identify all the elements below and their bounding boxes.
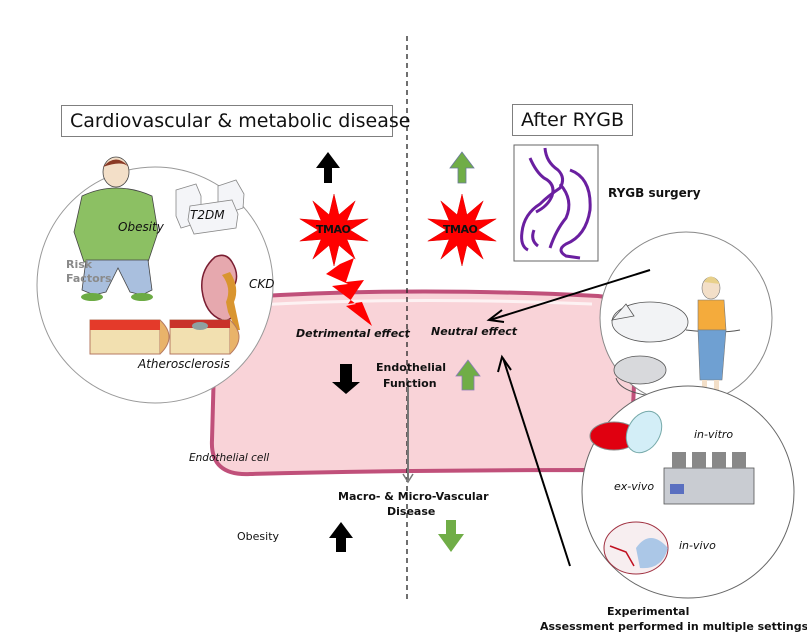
experimental-settings-circle [581, 385, 795, 599]
risk-atherosclerosis-label: Atherosclerosis [138, 357, 230, 371]
endothelial-function-line1: Endothelial [376, 361, 447, 374]
atherosclerosis-icon [89, 319, 240, 355]
lightning-bolt-icon [326, 258, 372, 326]
right-section-title: After RYGB [512, 104, 634, 136]
setting-in-vitro-label: in-vitro [694, 428, 734, 441]
vascular-disease-line1: Macro- & Micro-Vascular [338, 490, 489, 503]
setting-ex-vivo-label: ex-vivo [614, 480, 655, 493]
risk-factors-title-line2: Factors [66, 272, 112, 285]
rygb-surgery-label: RYGB surgery [608, 186, 701, 200]
right-tmao-label: TMAO [443, 223, 478, 236]
left-tmao-up-arrow-icon [316, 152, 340, 183]
right-disease-down-arrow-icon [438, 520, 464, 552]
animal-human-models-circle [599, 231, 773, 405]
organ-bath-icon [663, 452, 755, 505]
left-section-title: Cardiovascular & metabolic disease [61, 105, 410, 137]
right-tmao-up-arrow-icon [449, 151, 475, 184]
kidney-icon [201, 254, 240, 330]
detrimental-effect-label: Detrimental effect [296, 327, 410, 340]
risk-obesity-label: Obesity [118, 220, 164, 234]
brain-icon [603, 521, 669, 575]
left-disease-up-arrow-icon [329, 522, 353, 552]
sugar-cubes-icon [175, 179, 245, 235]
experimental-caption-line2: Assessment performed in multiple setting… [540, 620, 807, 633]
right-tmao-star-icon [427, 193, 497, 267]
endothelial-cell-label: Endothelial cell [189, 452, 270, 464]
risk-factors-title-line1: Risk [66, 258, 93, 271]
endothelial-to-disease-arrow [402, 380, 414, 484]
neutral-effect-label: Neutral effect [431, 325, 518, 338]
left-tmao-star-icon [299, 193, 369, 267]
left-tmao-label: TMAO [316, 223, 351, 236]
obese-person-icon [73, 156, 159, 301]
experimental-to-neutral-arrow [497, 354, 571, 567]
risk-factors-circle [36, 156, 274, 404]
setting-in-vivo-label: in-vivo [679, 539, 716, 552]
endothelial-function-line2: Function [383, 377, 437, 390]
left-endothelial-down-arrow-icon [332, 364, 360, 394]
vascular-disease-line2: Disease [387, 505, 436, 518]
right-endothelial-up-arrow-icon [455, 359, 481, 391]
obesity-row-label: Obesity [237, 530, 280, 543]
rygb-stomach-icon [513, 144, 599, 262]
experimental-caption-line1: Experimental [607, 605, 690, 618]
risk-ckd-label: CKD [249, 277, 275, 291]
risk-t2dm-label: T2DM [190, 208, 225, 222]
petri-dish-icon [589, 410, 663, 454]
rygb-to-neutral-arrow [486, 269, 651, 323]
